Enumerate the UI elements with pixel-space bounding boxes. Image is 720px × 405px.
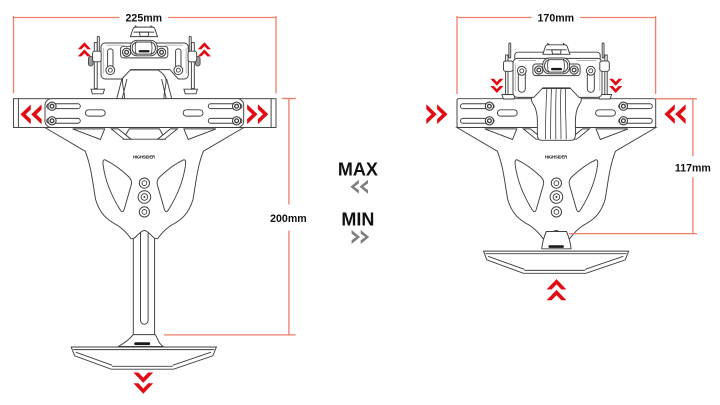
svg-text:HIGHSIDER: HIGHSIDER — [133, 155, 156, 160]
svg-text:200mm: 200mm — [270, 213, 307, 225]
svg-text:MAX: MAX — [338, 159, 378, 179]
svg-text:170mm: 170mm — [538, 12, 575, 24]
svg-text:117mm: 117mm — [675, 162, 711, 174]
svg-text:HIGHSIDER: HIGHSIDER — [545, 155, 568, 160]
svg-text:225mm: 225mm — [126, 12, 163, 24]
svg-text:MIN: MIN — [341, 209, 374, 229]
